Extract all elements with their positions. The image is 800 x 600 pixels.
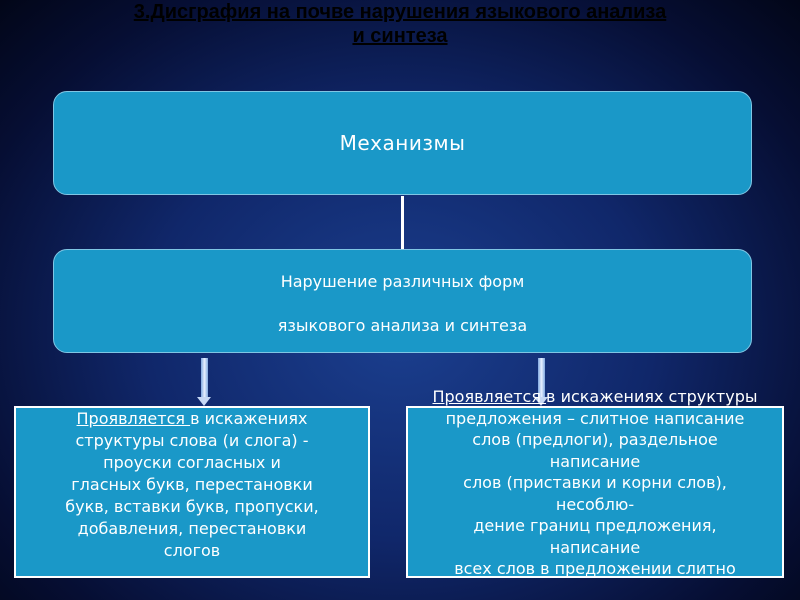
word-structure-underlined: Проявляется (76, 409, 191, 428)
word-structure-line: букв, вставки букв, пропуски, (65, 497, 319, 516)
sentence-structure-box: Проявляется в искажениях структуры предл… (406, 387, 784, 578)
violation-line-1: Нарушение различных форм (280, 272, 525, 291)
slide-title-line-2: и синтеза (352, 25, 448, 47)
slide-title-line-1: 3.Дисграфия на почве нарушения языкового… (133, 1, 667, 23)
sentence-structure-line: слов (приставки и корни слов), (463, 473, 727, 492)
sentence-structure-line: предложения – слитное написание (445, 408, 745, 428)
down-arrow-left (197, 358, 211, 406)
word-structure-line-first: Проявляется в искажениях (16, 408, 368, 430)
sentence-structure-text: Проявляется в искажениях структуры предл… (408, 386, 782, 580)
down-arrow-right (534, 358, 548, 406)
word-structure-box: Проявляется в искажениях структуры слова… (14, 406, 370, 578)
word-structure-first-rest: в искажениях (190, 409, 308, 428)
word-structure-line: проуски согласных и (103, 453, 281, 472)
mechanisms-box: Механизмы (53, 91, 752, 195)
word-structure-line: добавления, перестановки (77, 519, 307, 538)
violation-box: Нарушение различных форм языкового анали… (53, 249, 752, 353)
sentence-structure-line: всех слов в предложении слитно (454, 559, 736, 578)
word-structure-line: слогов (163, 541, 221, 560)
sentence-structure-line: несоблю- (555, 494, 635, 514)
mechanisms-label: Механизмы (339, 131, 466, 155)
connector-line (401, 196, 404, 249)
sentence-structure-underlined: Проявляется (432, 387, 547, 406)
sentence-structure-first-rest: в искажениях структуры (546, 387, 758, 406)
word-structure-line: гласных букв, перестановки (71, 475, 313, 494)
sentence-structure-line-first: Проявляется в искажениях структуры (408, 386, 782, 408)
sentence-structure-line: слов (предлоги), раздельное (472, 430, 718, 449)
word-structure-line: структуры слова (и слога) - (75, 431, 309, 450)
violation-line-2: языкового анализа и синтеза (277, 316, 528, 335)
slide-title: 3.Дисграфия на почве нарушения языкового… (0, 0, 800, 48)
sentence-structure-line: дение границ предложения, (473, 516, 717, 535)
sentence-structure-line: написание (549, 537, 641, 557)
sentence-structure-line: написание (549, 451, 641, 471)
